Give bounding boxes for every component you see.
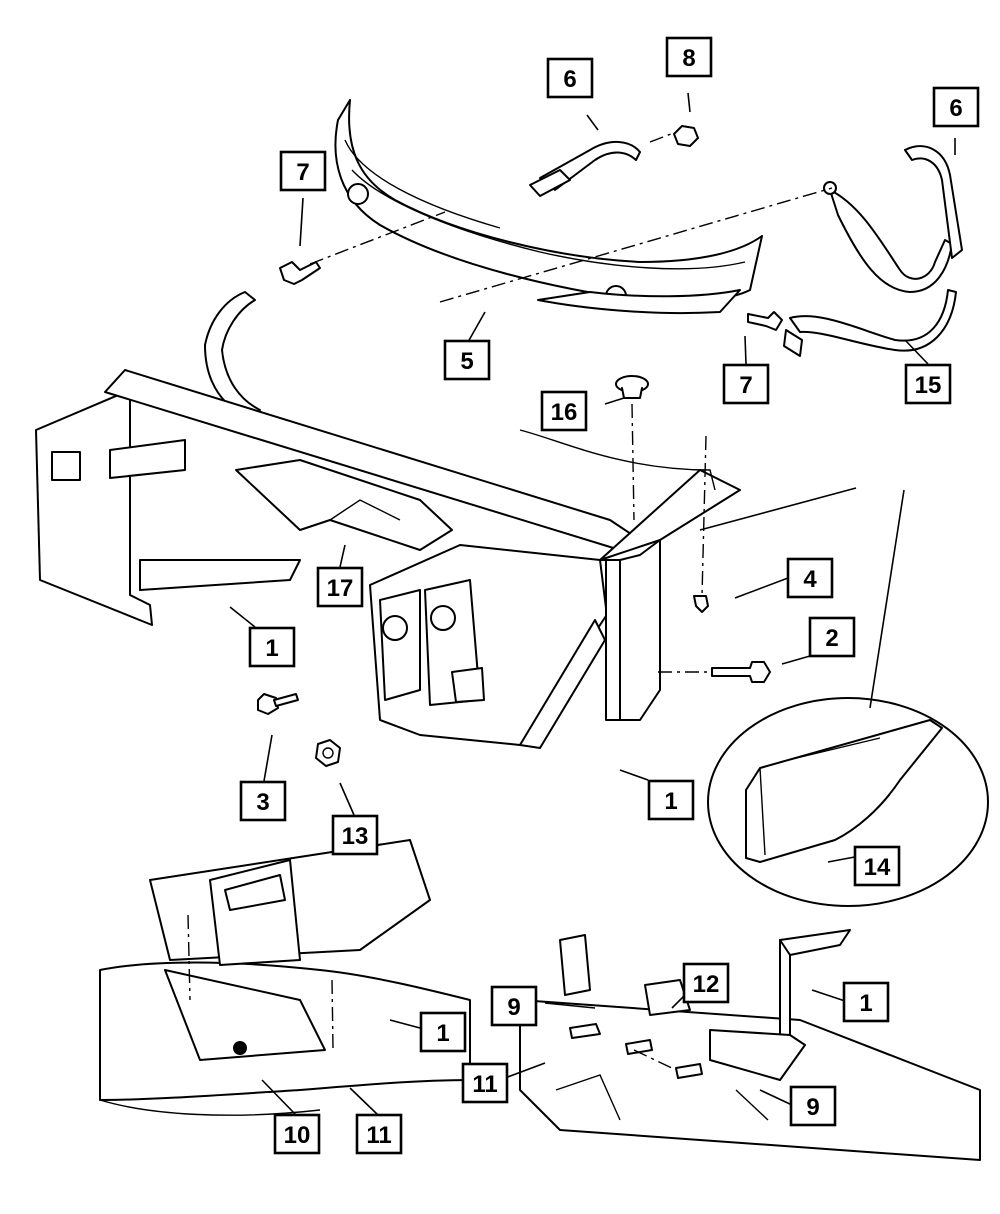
callout-1a: 1 <box>248 626 296 668</box>
callout-10: 10 <box>273 1113 321 1155</box>
callout-17: 17 <box>316 566 364 608</box>
callout-1b: 1 <box>647 779 695 821</box>
callout-7a: 7 <box>279 150 327 192</box>
mount-detail-bottom-left <box>99 839 471 1116</box>
callout-9b: 9 <box>789 1085 837 1127</box>
mount-detail-bottom-right <box>519 929 981 1161</box>
callout-4: 4 <box>786 557 834 599</box>
callout-16: 16 <box>540 390 588 432</box>
callout-label: 2 <box>825 625 838 652</box>
callout-7b: 7 <box>722 363 770 405</box>
strap-part-15 <box>783 181 957 357</box>
callout-label: 1 <box>436 1020 449 1047</box>
callout-label: 1 <box>859 990 872 1017</box>
bolt-part-2 <box>711 661 771 683</box>
callout-label: 5 <box>460 348 473 375</box>
callout-label: 7 <box>296 159 309 186</box>
callout-6a: 6 <box>546 57 594 99</box>
callout-8: 8 <box>665 36 713 78</box>
callout-label: 6 <box>563 66 576 93</box>
screw-part-4 <box>693 595 709 613</box>
callout-label: 7 <box>739 372 752 399</box>
nut-part-8 <box>673 125 699 147</box>
callout-label: 16 <box>551 399 578 426</box>
callout-label: 14 <box>864 854 891 881</box>
callout-11a: 11 <box>461 1062 509 1104</box>
callout-2: 2 <box>808 616 856 658</box>
baffle-part-17 <box>235 459 453 551</box>
pushpin-part-16 <box>615 375 649 399</box>
callout-label: 13 <box>342 823 369 850</box>
callout-6b: 6 <box>932 86 980 128</box>
bolt-part-3 <box>257 693 299 715</box>
nut-part-13 <box>315 739 341 767</box>
callout-label: 9 <box>806 1094 819 1121</box>
bracket-part-6a <box>529 141 641 197</box>
callout-label: 9 <box>507 994 520 1021</box>
callout-label: 11 <box>366 1122 391 1149</box>
callout-label: 12 <box>693 971 720 998</box>
bracket-part-6b <box>904 145 963 259</box>
callout-label: 15 <box>915 372 942 399</box>
callout-label: 17 <box>327 575 354 602</box>
screw-part-7b <box>747 311 783 331</box>
callout-13: 13 <box>331 814 379 856</box>
callout-11b: 11 <box>355 1113 403 1155</box>
callout-9a: 9 <box>490 985 538 1027</box>
callout-12: 12 <box>682 962 730 1004</box>
callout-label: 6 <box>949 95 962 122</box>
callout-label: 1 <box>664 788 677 815</box>
callout-1c: 1 <box>842 981 890 1023</box>
inset-part-14 <box>707 697 989 907</box>
radiator-support-part-1 <box>35 369 741 749</box>
callout-15: 15 <box>904 363 952 405</box>
screw-part-7a <box>279 261 321 285</box>
callout-label: 3 <box>256 789 269 816</box>
callout-14: 14 <box>853 845 901 887</box>
callout-5: 5 <box>443 339 491 381</box>
callout-label: 10 <box>284 1122 311 1149</box>
callout-label: 11 <box>472 1071 497 1098</box>
shield-part-5 <box>334 99 763 315</box>
callout-label: 8 <box>682 45 695 72</box>
callout-label: 1 <box>265 635 278 662</box>
callout-label: 4 <box>803 566 817 593</box>
callout-1d: 1 <box>419 1011 467 1053</box>
leader-lines <box>187 92 956 1116</box>
callout-3: 3 <box>239 780 287 822</box>
